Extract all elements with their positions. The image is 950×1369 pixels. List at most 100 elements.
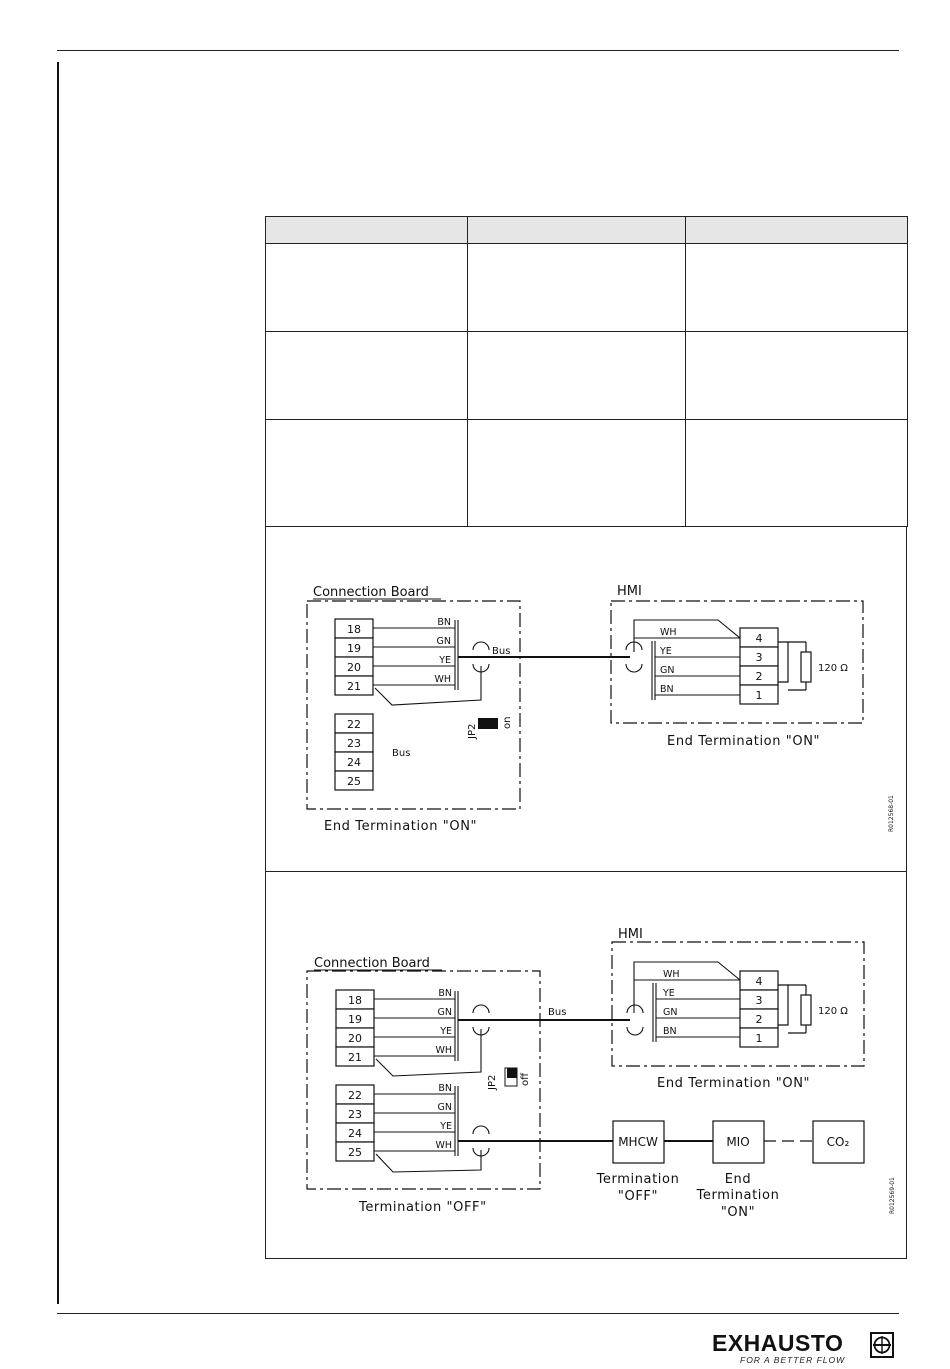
hmi-wire-label: YE	[659, 646, 672, 657]
brand-tagline: FOR A BETTER FLOW	[740, 1355, 846, 1365]
device-mhcw	[612, 1120, 665, 1164]
terminal-18: 18	[347, 623, 361, 636]
wire-label: GN	[438, 1007, 452, 1018]
terminal-21: 21	[347, 680, 361, 693]
wire-label: WH	[434, 674, 451, 685]
terminal-24: 24	[347, 756, 361, 769]
hmi-terminal-block	[739, 970, 779, 1048]
termination-resistor	[778, 984, 812, 1034]
hmi-terminal-block	[739, 627, 779, 705]
hmi-box	[611, 941, 865, 1067]
terminal-block-18-21	[335, 989, 375, 1067]
connection-board-box	[306, 970, 541, 1190]
hmi-wire-label: BN	[660, 684, 674, 695]
diagram-panel-end-termination-on	[265, 527, 907, 872]
terminal-23: 23	[347, 737, 361, 750]
jumper-label: JP2	[487, 1075, 498, 1091]
table-row	[265, 419, 908, 527]
table-header-row	[265, 216, 908, 244]
header-rule	[57, 50, 899, 51]
diagram-panel-termination-off	[265, 871, 907, 1259]
resistor-value: 120 Ω	[818, 663, 848, 674]
connection-board-title: Connection Board	[313, 585, 429, 600]
terminal-block-22-25	[334, 713, 374, 791]
footer-rule	[57, 1313, 899, 1314]
device-label: CO₂	[827, 1135, 850, 1149]
device-caption: End	[725, 1172, 752, 1187]
connection-board-title: Connection Board	[314, 956, 430, 971]
terminal-22: 22	[347, 718, 361, 731]
terminal-20: 20	[348, 1032, 362, 1045]
table-cell	[685, 331, 908, 420]
terminal-20: 20	[347, 661, 361, 674]
spec-table	[265, 216, 908, 527]
hmi-terminal-3: 3	[756, 994, 763, 1007]
hmi-terminal-1: 1	[756, 1032, 763, 1045]
wire-label: WH	[435, 1140, 452, 1151]
jumper-state: on	[502, 717, 513, 729]
wire-label: WH	[435, 1045, 452, 1056]
table-cell	[265, 243, 468, 332]
device-caption: "ON"	[721, 1205, 755, 1220]
hmi-terminal-4: 4	[756, 975, 763, 988]
jumper-jp2	[507, 1068, 517, 1078]
hmi-caption: End Termination "ON"	[667, 734, 820, 749]
device-co2	[812, 1120, 865, 1164]
hmi-wire-label: WH	[663, 969, 680, 980]
hmi-terminal-2: 2	[756, 670, 763, 683]
hmi-terminal-2: 2	[756, 1013, 763, 1026]
brand-name: EXHAUSTO	[712, 1330, 844, 1356]
wire-label: YE	[439, 1026, 452, 1037]
wire-label: YE	[438, 655, 451, 666]
hmi-title: HMI	[617, 584, 642, 599]
hmi-wire-label: YE	[662, 988, 675, 999]
jumper-label: JP2	[467, 724, 478, 740]
hmi-terminal-1: 1	[756, 689, 763, 702]
terminal-25: 25	[347, 775, 361, 788]
bus-label: Bus	[548, 1007, 566, 1018]
terminal-24: 24	[348, 1127, 362, 1140]
brand-logo: EXHAUSTO FOR A BETTER FLOW	[712, 1330, 897, 1366]
terminal-23: 23	[348, 1108, 362, 1121]
device-caption: "OFF"	[618, 1189, 658, 1204]
device-label: MIO	[726, 1135, 749, 1149]
table-cell	[467, 419, 686, 527]
spare-bus-label: Bus	[392, 748, 410, 759]
terminal-25: 25	[348, 1146, 362, 1159]
termination-resistor	[778, 641, 812, 691]
terminal-block-22-25	[335, 1084, 375, 1162]
hmi-box	[610, 600, 864, 724]
terminal-21: 21	[348, 1051, 362, 1064]
hmi-terminal-4: 4	[756, 632, 763, 645]
wire-label: GN	[438, 1102, 452, 1113]
device-label: MHCW	[618, 1135, 658, 1149]
bus-label: Bus	[492, 646, 510, 657]
device-mio	[712, 1120, 765, 1164]
terminal-19: 19	[348, 1013, 362, 1026]
hmi-wire-label: BN	[663, 1026, 677, 1037]
connection-board-box	[306, 600, 521, 810]
hmi-terminal-3: 3	[756, 651, 763, 664]
hmi-wire-label: GN	[663, 1007, 677, 1018]
wire-label: GN	[437, 636, 451, 647]
hmi-caption: End Termination "ON"	[657, 1076, 810, 1091]
terminal-19: 19	[347, 642, 361, 655]
table-header-cell	[685, 216, 908, 244]
wire-label: BN	[437, 617, 451, 628]
wire-label: BN	[438, 1083, 452, 1094]
table-row	[265, 243, 908, 332]
terminal-18: 18	[348, 994, 362, 1007]
hmi-title: HMI	[618, 927, 643, 942]
table-cell	[685, 419, 908, 527]
wire-label: BN	[438, 988, 452, 999]
exhausto-emblem-icon	[870, 1332, 894, 1358]
table-cell	[467, 243, 686, 332]
left-margin-bar	[57, 62, 59, 1304]
jumper-state: off	[520, 1072, 531, 1086]
board-caption: Termination "OFF"	[358, 1200, 487, 1215]
drawing-code: R012569-01	[889, 1177, 896, 1214]
wire-label: YE	[439, 1121, 452, 1132]
board-caption: End Termination "ON"	[324, 819, 477, 834]
